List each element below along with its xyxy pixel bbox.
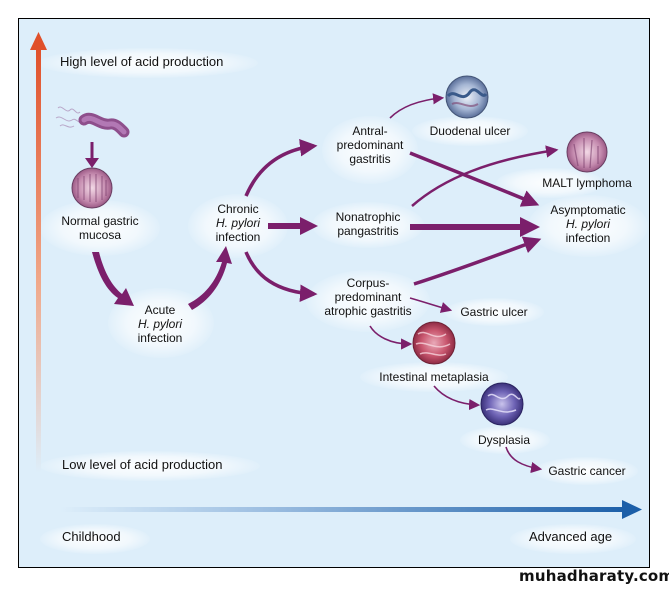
gastric-cancer-label: Gastric cancer xyxy=(548,464,626,478)
normal-mucosa-line-1: Normal gastric xyxy=(61,214,139,228)
glow xyxy=(528,195,648,257)
antral-line-2: predominant xyxy=(336,138,404,152)
asymptomatic-line-3: infection xyxy=(565,231,611,245)
glow xyxy=(40,451,260,481)
corpus-line-2: predominant xyxy=(334,290,402,304)
chronic-line-1: Chronic xyxy=(217,202,259,216)
arrow-chronic-to-corpus xyxy=(244,251,318,302)
dysplasia-label: Dysplasia xyxy=(477,433,531,447)
thick-arrows xyxy=(85,142,540,310)
arrow-corpus-to-gastric-ulcer xyxy=(409,297,453,313)
arrow-chronic-to-antral xyxy=(244,138,318,197)
arrow-mucosa-to-acute xyxy=(92,252,134,306)
arrow-chronic-to-nonatrophic xyxy=(268,217,318,235)
duodenal-ulcer-label: Duodenal ulcer xyxy=(429,124,511,138)
glow xyxy=(412,116,528,146)
corpus-line-1: Corpus- xyxy=(346,276,390,290)
acute-infection-label: Acute H. pylori infection xyxy=(118,303,202,345)
acid-axis-arrowhead xyxy=(30,32,47,50)
acute-line-2: H. pylori xyxy=(137,317,182,331)
chronic-line-3: infection xyxy=(215,230,261,244)
glow xyxy=(312,202,424,248)
nonatrophic-pangastritis-label: Nonatrophic pangastritis xyxy=(318,210,418,238)
asymptomatic-infection-label: Asymptomatic H. pylori infection xyxy=(532,203,644,245)
glow xyxy=(38,48,258,78)
glow xyxy=(306,270,430,332)
time-axis-shaft xyxy=(60,507,626,512)
advanced-age-label: Advanced age xyxy=(529,529,613,544)
chronic-infection-label: Chronic H. pylori infection xyxy=(196,202,280,244)
asymptomatic-line-1: Asymptomatic xyxy=(550,203,626,217)
high-acid-label: High level of acid production xyxy=(60,54,224,69)
glow xyxy=(322,116,418,184)
arrow-bacterium-to-mucosa xyxy=(85,142,99,168)
acute-line-3: infection xyxy=(137,331,183,345)
glow xyxy=(460,426,550,454)
corpus-line-3: atrophic gastritis xyxy=(324,304,412,318)
arrow-antral-to-asymptomatic xyxy=(409,151,540,207)
glow xyxy=(510,524,636,554)
acute-line-1: Acute xyxy=(144,303,176,317)
normal-mucosa-label: Normal gastric mucosa xyxy=(44,214,156,242)
intestinal-metaplasia-tissue-icon xyxy=(412,321,456,365)
arrow-dysplasia-to-cancer xyxy=(505,446,543,474)
dysplasia-tissue-icon xyxy=(480,382,524,426)
chronic-line-2: H. pylori xyxy=(215,216,260,230)
glow xyxy=(444,298,544,326)
antral-line-1: Antral- xyxy=(352,124,388,138)
thin-arrows xyxy=(369,93,543,474)
arrow-corpus-to-asymptomatic xyxy=(413,236,542,286)
arrow-corpus-to-metaplasia xyxy=(369,325,413,350)
asymptomatic-line-2: H. pylori xyxy=(565,217,610,231)
duodenal-ulcer-tissue-icon xyxy=(445,75,489,119)
arrow-nonatrophic-to-asymptomatic xyxy=(410,217,540,237)
glow xyxy=(40,200,160,256)
antral-gastritis-label: Antral- predominant gastritis xyxy=(326,124,414,166)
low-acid-label: Low level of acid production xyxy=(62,457,223,472)
arrow-acute-to-chronic xyxy=(188,246,232,310)
normal-mucosa-tissue-icon xyxy=(71,167,113,209)
acid-axis-shaft xyxy=(36,48,41,473)
nonatrophic-line-1: Nonatrophic xyxy=(335,210,401,224)
glow xyxy=(534,457,638,485)
arrow-metaplasia-to-dysplasia xyxy=(433,385,481,411)
h-pylori-bacterium-icon xyxy=(55,106,130,138)
glow xyxy=(40,524,150,554)
malt-lymphoma-label: MALT lymphoma xyxy=(542,176,632,190)
corpus-gastritis-label: Corpus- predominant atrophic gastritis xyxy=(310,276,426,318)
childhood-label: Childhood xyxy=(62,529,121,544)
watermark-text: muhadharaty.com xyxy=(519,567,669,585)
intestinal-metaplasia-label: Intestinal metaplasia xyxy=(379,370,489,384)
malt-lymphoma-tissue-icon xyxy=(566,131,608,173)
normal-mucosa-line-2: mucosa xyxy=(78,228,122,242)
antral-line-3: gastritis xyxy=(349,152,391,166)
curved-arrows xyxy=(244,138,559,302)
arrow-antral-to-duodenal xyxy=(389,93,445,119)
arrow-nonatrophic-to-malt xyxy=(411,145,559,207)
time-axis-arrowhead xyxy=(622,500,642,519)
gastric-ulcer-label: Gastric ulcer xyxy=(460,305,528,319)
nonatrophic-line-2: pangastritis xyxy=(337,224,399,238)
